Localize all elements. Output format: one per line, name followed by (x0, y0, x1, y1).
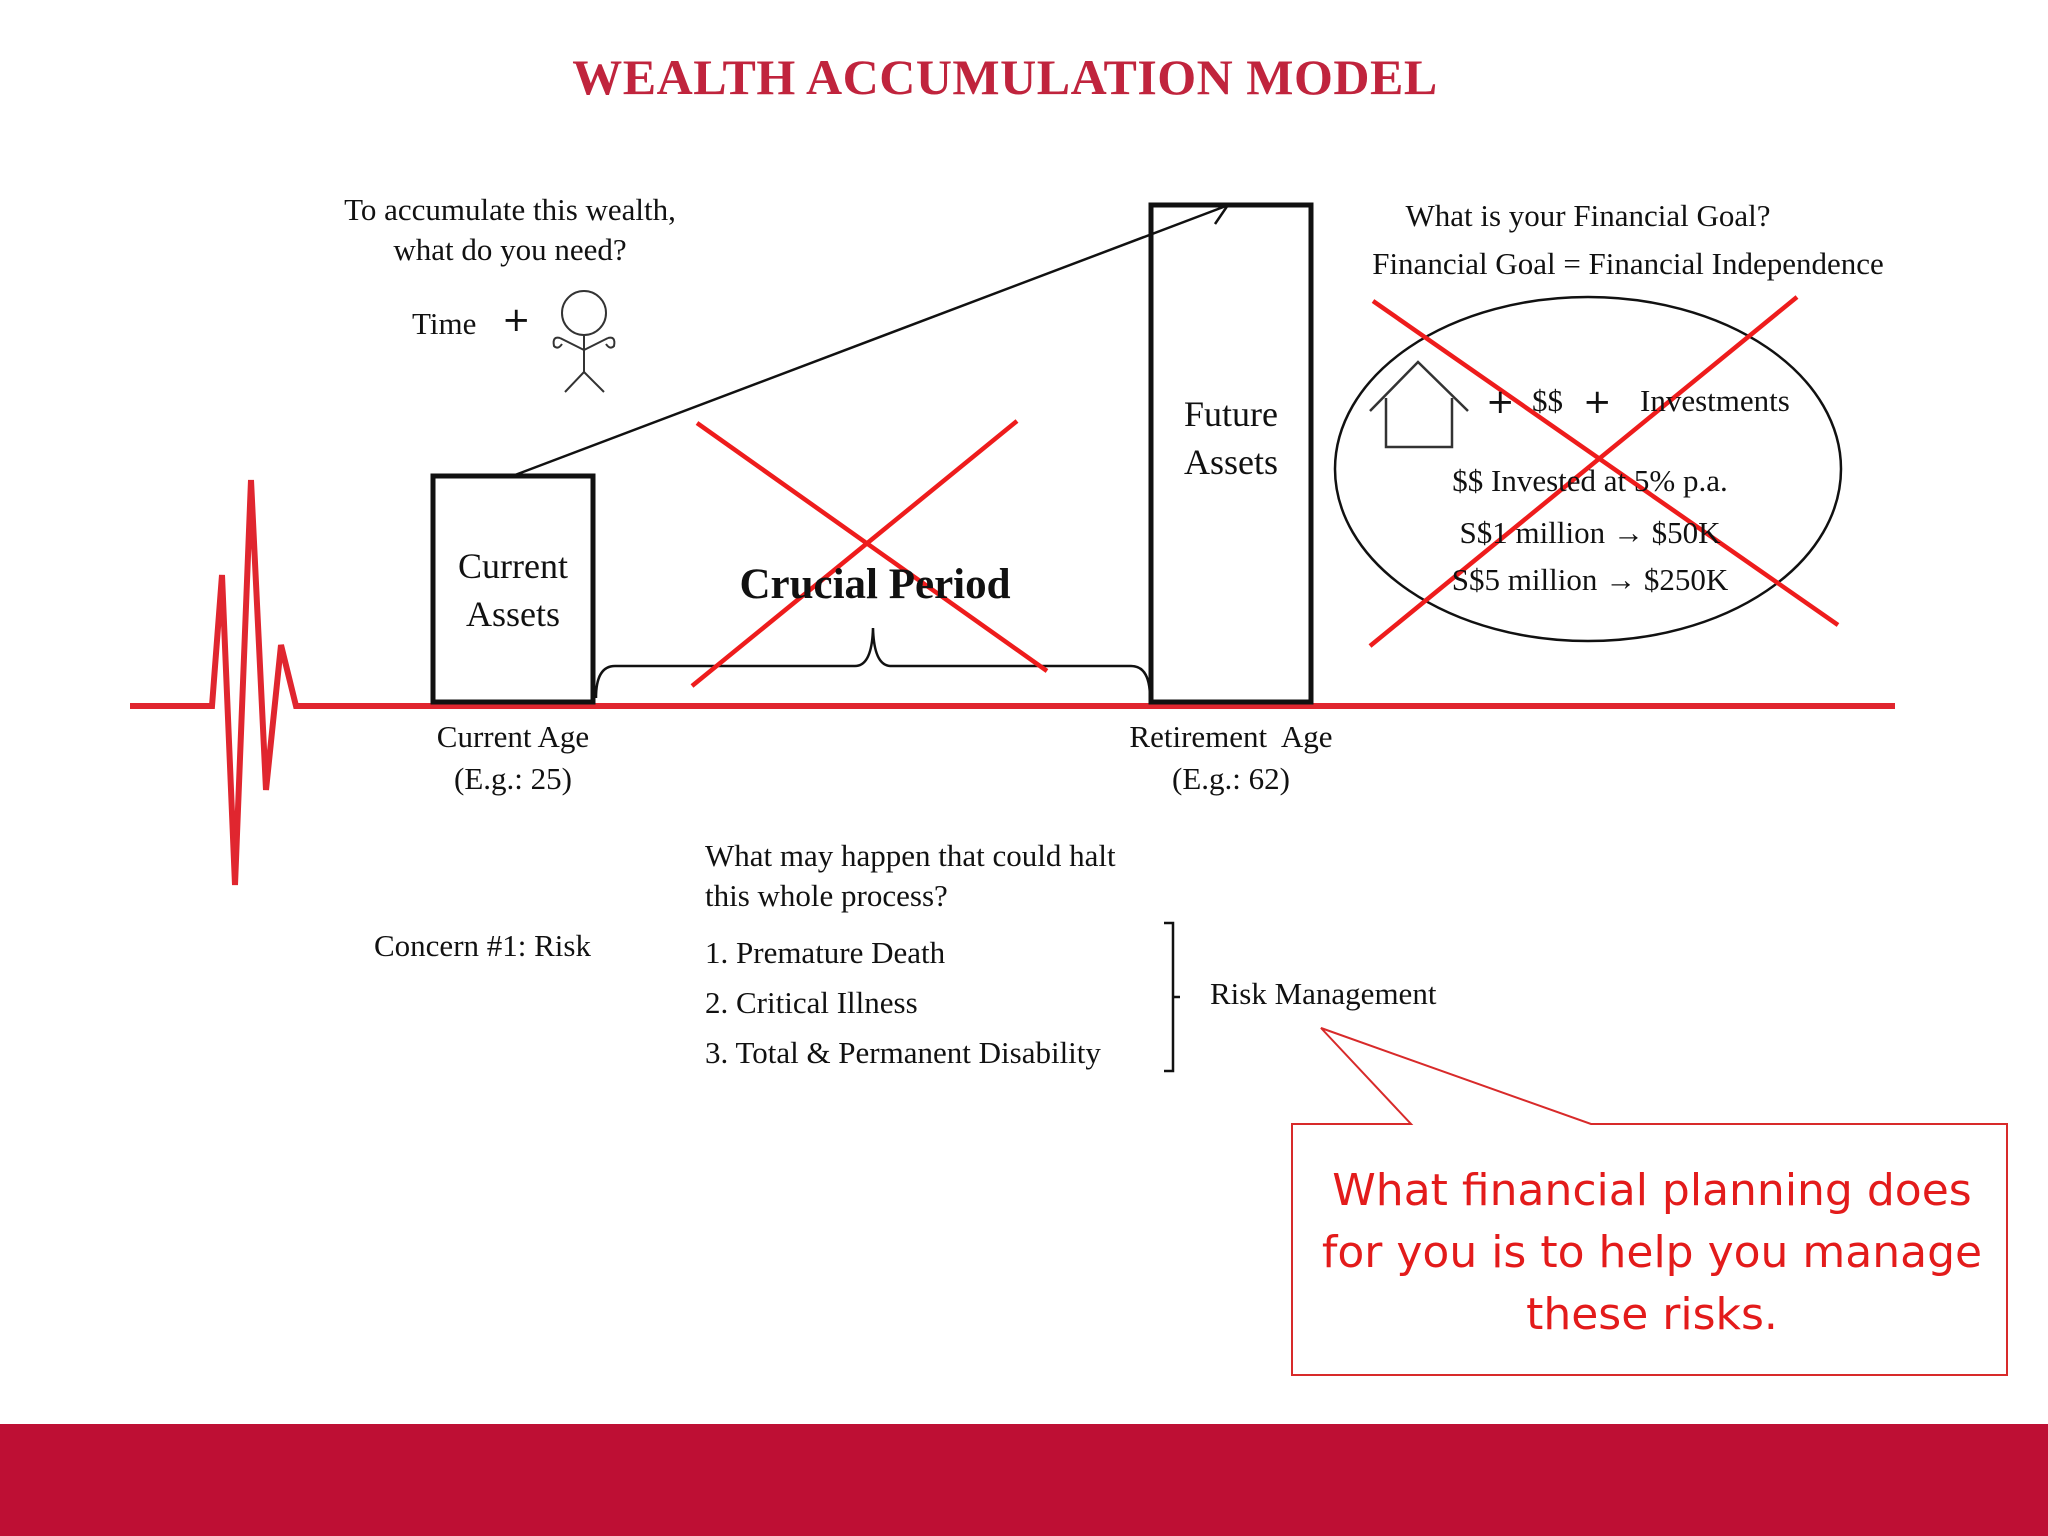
crucial-period-brace (594, 627, 1152, 699)
risk-item-disability: 3. Total & Permanent Disability (705, 1035, 1101, 1070)
financial-goal-ellipse (1333, 295, 1843, 643)
halt-question-line1: What may happen that could halt (705, 838, 1116, 873)
current-assets-label: Current Assets (433, 542, 593, 638)
risks-bracket (1164, 921, 1175, 1073)
callout-text: What financial planning does for you is … (1321, 1165, 1983, 1340)
footer-bar (0, 1424, 2048, 1536)
house-plus-sign: + (1486, 382, 1515, 422)
current-age-label: Current Age (E.g.: 25) (383, 716, 643, 800)
risk-item-premature-death: 1. Premature Death (705, 935, 946, 970)
future-assets-line1: Future (1184, 394, 1278, 434)
wealth-question-line2: what do you need? (393, 232, 627, 267)
stick-figure-icon (552, 290, 616, 393)
financial-goal-equation: Financial Goal = Financial Independence (1372, 246, 1884, 281)
goal-example-2: S$5 million → $250K (1451, 562, 1729, 597)
future-assets-label: Future Assets (1151, 390, 1311, 486)
current-age-text: Current Age (436, 719, 590, 754)
future-assets-box (1148, 202, 1314, 705)
current-assets-line2: Assets (465, 594, 560, 634)
house-icon (1369, 360, 1469, 449)
risk-item-critical-illness: 2. Critical Illness (705, 985, 918, 1020)
time-label: Time (412, 306, 477, 341)
crucial-period-cross (690, 419, 1049, 688)
risk-management-label: Risk Management (1210, 976, 1437, 1011)
halt-question-line2: this whole process? (705, 878, 948, 913)
goal-example-1: S$1 million → $50K (1459, 515, 1721, 550)
callout-shape (1291, 1027, 2008, 1376)
crucial-period-label: Crucial Period (739, 561, 1011, 608)
goal-dollars: $$ (1532, 383, 1563, 418)
financial-goal-cross (1368, 295, 1840, 648)
heartbeat-line (130, 479, 1895, 886)
future-assets-line2: Assets (1183, 442, 1278, 482)
goal-investments: Investments (1640, 383, 1790, 418)
goal-rate-line: $$ Invested at 5% p.a. (1452, 463, 1728, 498)
dollars-plus-sign: + (1583, 382, 1612, 422)
halt-question: What may happen that could halt this who… (705, 836, 1185, 916)
current-assets-line1: Current (458, 546, 568, 586)
risk-list: 1. Premature Death 2. Critical Illness 3… (705, 928, 1165, 1078)
slide-title: WEALTH ACCUMULATION MODEL (572, 49, 1438, 105)
wealth-question: To accumulate this wealth, what do you n… (300, 190, 720, 270)
retirement-age-text: Retirement Age (1129, 719, 1333, 754)
time-plus-sign: + (502, 300, 531, 340)
growth-arrow-line (514, 204, 1227, 477)
retirement-age-example: (E.g.: 62) (1172, 761, 1290, 796)
retirement-age-label: Retirement Age (E.g.: 62) (1081, 716, 1381, 800)
concern-label: Concern #1: Risk (374, 928, 591, 963)
financial-goal-question: What is your Financial Goal? (1405, 198, 1771, 233)
current-age-example: (E.g.: 25) (454, 761, 572, 796)
growth-arrow-head (1204, 203, 1231, 225)
current-assets-box (430, 473, 596, 705)
wealth-question-line1: To accumulate this wealth, (344, 192, 676, 227)
